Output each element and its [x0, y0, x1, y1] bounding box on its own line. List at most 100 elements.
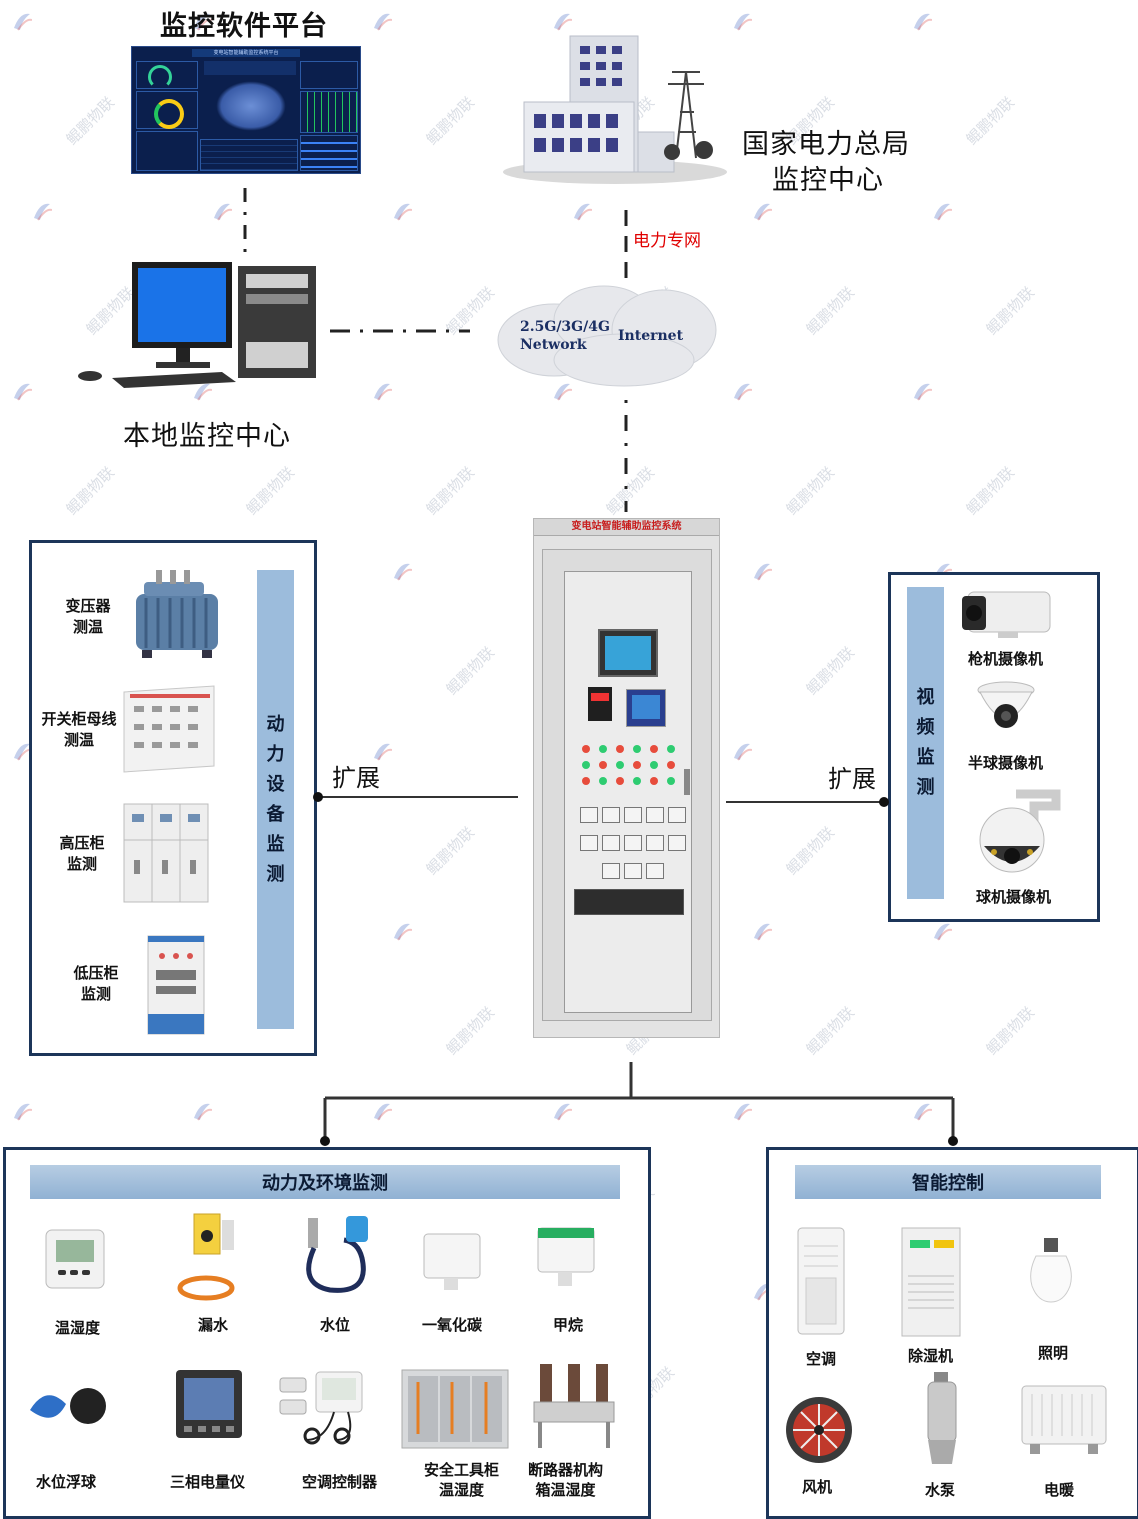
software-platform-label: 监控软件平台 [160, 11, 328, 42]
cabinet-breaker [602, 807, 620, 823]
cabinet-indicator-button [667, 745, 675, 753]
internet-cloud-icon [497, 285, 717, 387]
env-co-label: 一氧化碳 [422, 1316, 483, 1334]
watermark-logo-icon [914, 1103, 932, 1121]
cabinet-indicator-button [667, 777, 675, 785]
watermark-logo-icon [374, 1103, 392, 1121]
power-equipment-bar-label: 动力设备监测 [266, 713, 285, 885]
low-voltage-cabinet-label: 低压柜 监测 [73, 964, 119, 1003]
ctrl-ac-label: 空调 [806, 1350, 837, 1368]
watermark-logo-icon [554, 13, 572, 31]
switch-cabinet-icon [123, 685, 215, 773]
env-breaker-box-label: 断路器机构 箱温湿度 [528, 1461, 604, 1499]
watermark-logo-icon [374, 383, 392, 401]
watermark-logo-icon [574, 203, 592, 221]
national-center-line2: 监控中心 [772, 165, 884, 196]
watermark-logo-icon [374, 13, 392, 31]
cabinet-indicator-button [599, 777, 607, 785]
cabinet-indicator-button [633, 777, 641, 785]
video-monitoring-bar: 视频监测 [907, 587, 944, 899]
speed-dome-camera-label: 球机摄像机 [976, 888, 1052, 906]
watermark-logo-icon [394, 563, 412, 581]
ac-controller-icon [279, 1371, 363, 1445]
watermark-text: 鲲鹏物联 [442, 1003, 498, 1059]
carbon-monoxide-sensor-icon [423, 1233, 481, 1290]
local-center-label: 本地监控中心 [123, 421, 291, 452]
watermark-logo-icon [194, 13, 212, 31]
bullet-camera-icon [962, 591, 1051, 638]
cabinet-indicator-button [633, 745, 641, 753]
water-pump-icon [927, 1372, 957, 1464]
bottom-connectors [320, 1062, 958, 1146]
expand-connectors [313, 792, 889, 807]
ctrl-dehumidifier-label: 除湿机 [908, 1347, 954, 1365]
cabinet-indicator-button [667, 761, 675, 769]
smart-control-header: 智能控制 [795, 1165, 1101, 1199]
expand-left-label: 扩展 [332, 764, 380, 792]
water-leak-sensor-icon [177, 1213, 235, 1301]
cabinet-indicator-button [599, 761, 607, 769]
cabinet-indicator-button [650, 777, 658, 785]
watermark-text: 鲲鹏物联 [442, 643, 498, 699]
watermark-logo-icon [914, 383, 932, 401]
watermark-text: 鲲鹏物联 [802, 1003, 858, 1059]
environment-header: 动力及环境监测 [30, 1165, 620, 1199]
watermark-text: 鲲鹏物联 [422, 823, 478, 879]
cabinet-indicator-button [650, 745, 658, 753]
cabinet-indicator-button [582, 761, 590, 769]
watermark-logo-icon [14, 1103, 32, 1121]
video-monitoring-bar-label: 视频监测 [916, 687, 935, 798]
methane-sensor-icon [537, 1227, 595, 1286]
cabinet-breaker [646, 863, 664, 879]
watermark-logo-icon [934, 923, 952, 941]
transformer-label: 变压器 测温 [65, 597, 111, 636]
top-connectors [243, 188, 628, 512]
breaker-mechanism-box-icon [533, 1364, 615, 1448]
cabinet-indicator-button [616, 761, 624, 769]
speed-dome-camera-icon [979, 789, 1061, 873]
env-methane-label: 甲烷 [553, 1316, 584, 1334]
watermark-text: 鲲鹏物联 [982, 1003, 1038, 1059]
environment-box [3, 1147, 651, 1519]
cabinet-breaker [624, 807, 642, 823]
env-water-leak-label: 漏水 [198, 1316, 229, 1334]
cabinet-breaker [580, 835, 598, 851]
ctrl-lighting-label: 照明 [1038, 1344, 1069, 1362]
cabinet-breaker [668, 835, 686, 851]
dehumidifier-icon [901, 1227, 961, 1337]
dashboard-screenshot: 变电站智能辅助监控系统平台 [131, 46, 361, 174]
ctrl-heater-label: 电暖 [1044, 1481, 1075, 1499]
air-conditioner-icon [797, 1227, 845, 1335]
cabinet-indicator-button [599, 745, 607, 753]
watermark-logo-icon [734, 383, 752, 401]
cabinet-breaker [624, 835, 642, 851]
switch-cabinet-label: 开关柜母线 测温 [41, 710, 117, 749]
watermark-logo-icon [554, 383, 572, 401]
high-voltage-cabinet-label: 高压柜 监测 [59, 834, 105, 873]
national-center-line1: 国家电力总局 [742, 129, 910, 160]
watermark-logo-icon [374, 743, 392, 761]
water-level-sensor-icon [306, 1216, 368, 1293]
bullet-camera-label: 枪机摄像机 [968, 650, 1044, 668]
cabinet-title: 变电站智能辅助监控系统 [534, 519, 719, 536]
env-power-meter-label: 三相电量仪 [170, 1473, 246, 1491]
transformer-icon [136, 570, 218, 658]
cabinet-breaker [646, 807, 664, 823]
high-voltage-cabinet-icon [123, 803, 209, 903]
cabinet-indicator-button [616, 745, 624, 753]
temp-humidity-sensor-icon [45, 1229, 105, 1289]
cabinet-breaker [646, 835, 664, 851]
ctrl-fan-label: 风机 [802, 1478, 833, 1496]
power-equipment-bar: 动力设备监测 [257, 570, 294, 1029]
env-tool-cabinet-label: 安全工具柜 温湿度 [424, 1461, 500, 1499]
cabinet-breaker [602, 835, 620, 851]
monitoring-cabinet: 变电站智能辅助监控系统 [533, 518, 720, 1038]
watermark-logo-icon [394, 923, 412, 941]
local-computer-icon [78, 262, 316, 388]
cabinet-breaker [580, 807, 598, 823]
env-water-level-label: 水位 [320, 1316, 351, 1334]
watermark-logo-icon [934, 203, 952, 221]
cabinet-indicator-button [616, 777, 624, 785]
power-bureau-building-icon [503, 35, 727, 184]
cabinet-breaker [602, 863, 620, 879]
